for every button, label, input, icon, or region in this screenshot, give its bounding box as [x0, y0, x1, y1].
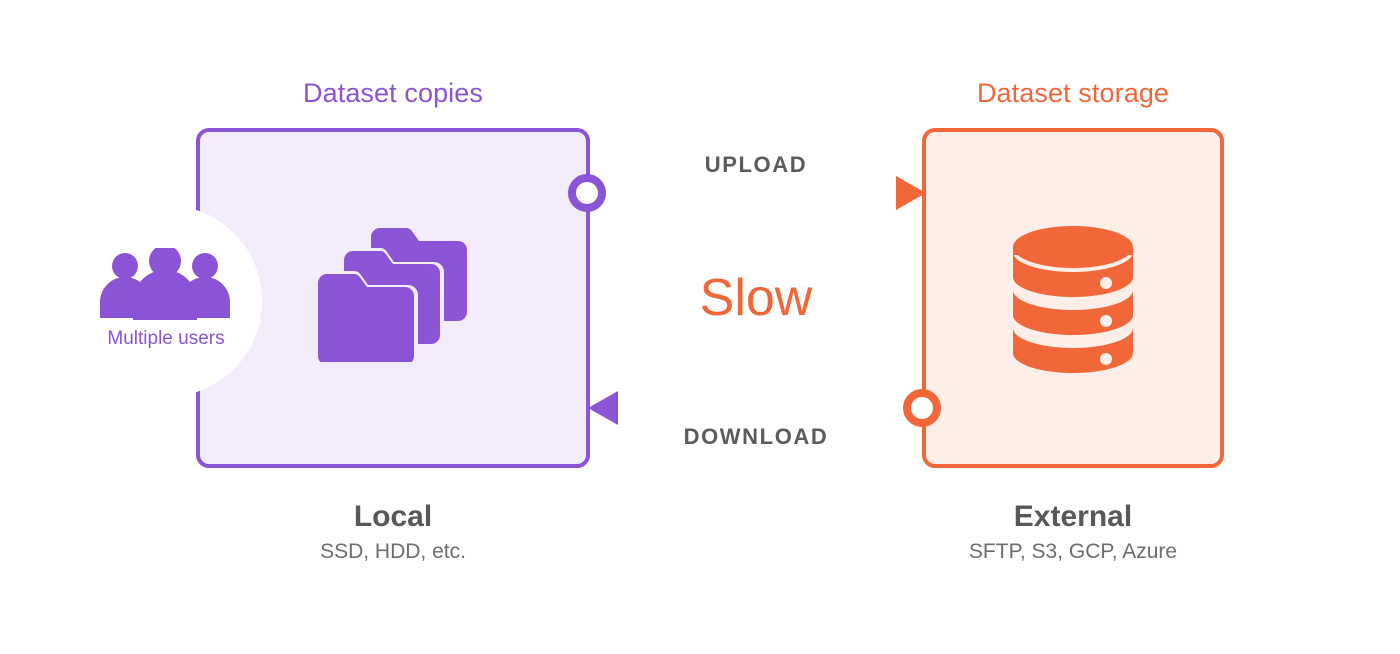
external-caption-subtitle: SFTP, S3, GCP, Azure — [968, 539, 1178, 563]
multiple-users-label: Multiple users — [107, 328, 225, 349]
local-caption-subtitle: SSD, HDD, etc. — [320, 539, 466, 563]
download-arrow — [588, 389, 941, 427]
external-caption: External SFTP, S3, GCP, Azure — [922, 500, 1224, 564]
folders-icon — [318, 228, 467, 362]
upload-arrow — [568, 174, 926, 212]
users-icon — [100, 248, 230, 320]
external-panel — [922, 128, 1224, 468]
external-caption-title: External — [1013, 500, 1133, 533]
external-panel-title: Dataset storage — [976, 78, 1170, 108]
local-caption: Local SSD, HDD, etc. — [196, 500, 590, 564]
database-icon — [1013, 226, 1133, 373]
local-panel-title: Dataset copies — [303, 78, 483, 108]
download-arrow-label: DOWNLOAD — [683, 424, 829, 449]
local-caption-title: Local — [353, 500, 433, 533]
slow-note: Slow — [699, 269, 813, 327]
upload-arrow-label: UPLOAD — [704, 152, 808, 177]
